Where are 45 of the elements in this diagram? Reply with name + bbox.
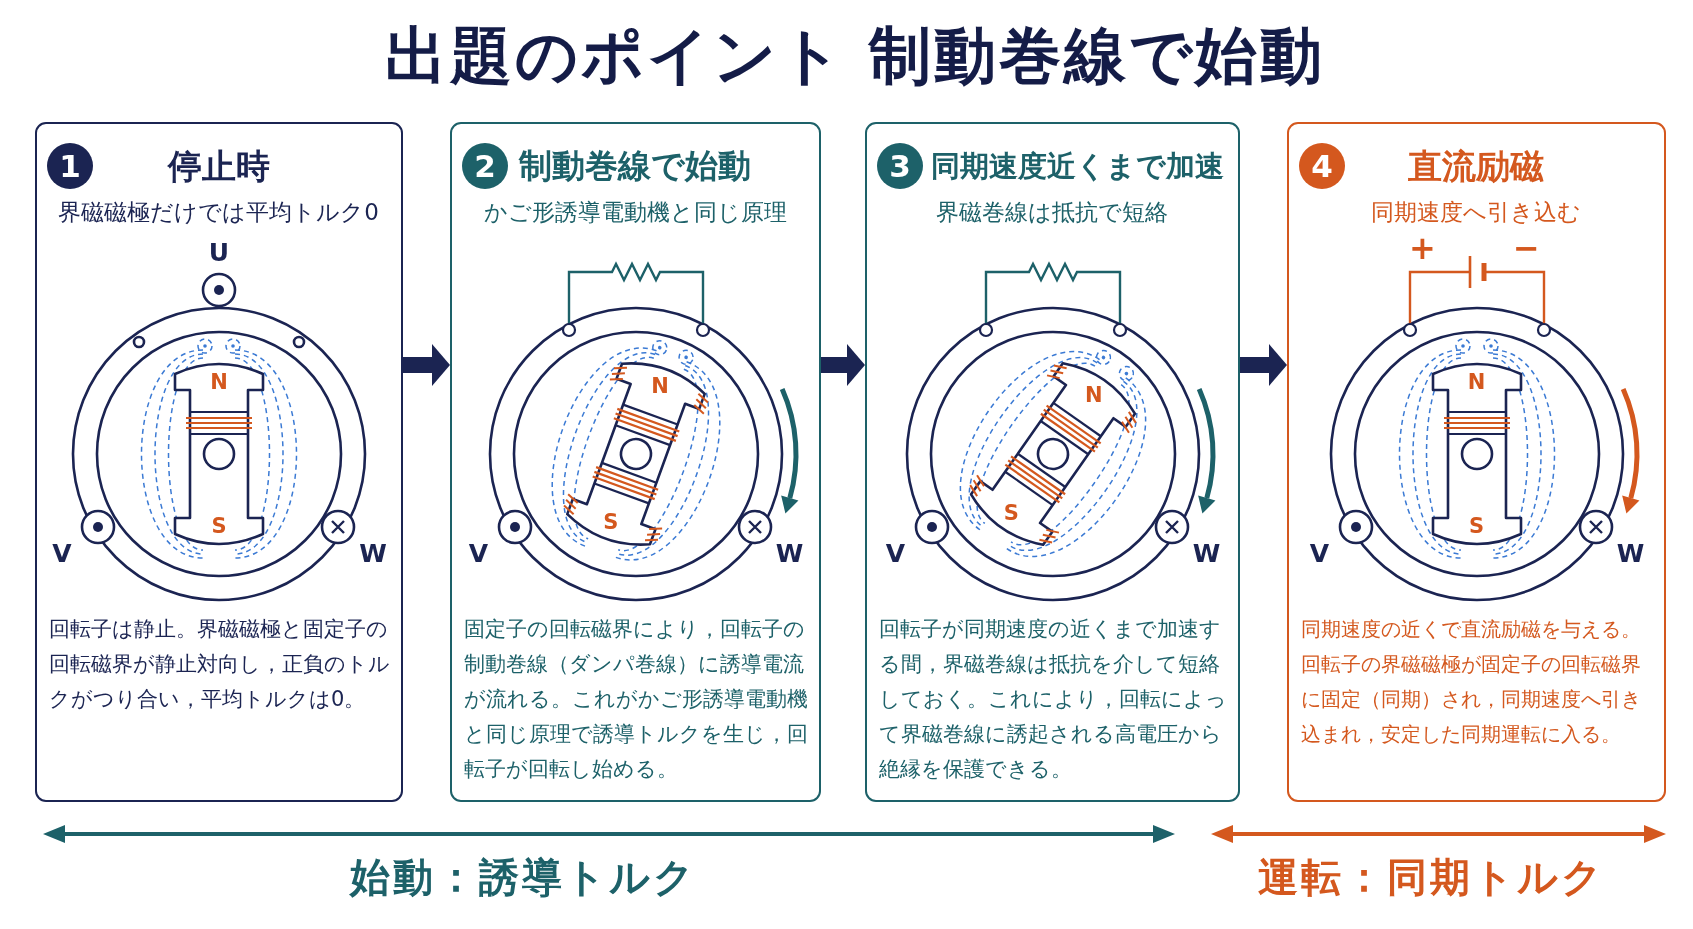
range-label: 運転：同期トルク [1257,853,1605,902]
flow-arrow [403,344,450,386]
step-number: 3 [877,143,923,189]
pole-label: N [210,369,228,395]
pole-label: S [603,509,619,535]
flow-arrow [1240,344,1287,386]
step-number: 2 [462,143,508,189]
range-label: 始動：誘導トルク [349,853,697,902]
title: 出題のポイント 制動巻線で始動 [384,18,1326,94]
step-subheading: 界磁巻線は抵抗で短絡 [936,198,1168,227]
pole-label: S [1003,500,1019,526]
pole-label: N [1467,369,1486,395]
pole-label: S [1468,513,1485,539]
step-subheading: 同期速度へ引き込む [1371,198,1581,227]
pole-label: N [1085,382,1103,408]
step-description: 固定子の回転磁界により，回転子の制動巻線（ダンパ巻線）に誘導電流が流れる。これがかご形誘導電動機と同じ原理で誘導トルクを生じ，回転子が回転し始める。 [464,616,809,783]
step-subheading: かご形誘導電動機と同じ原理 [483,198,787,227]
polarity-sign: + [1409,230,1436,266]
step-description: 同期速度の近くで直流励磁を与える。回転子の界磁磁極が固定子の回転磁界に固定（同期）され，同期速度へ引き込まれ，安定した同期運転に入る。 [1301,616,1642,748]
step-panel [450,122,821,802]
step-panel [865,122,1240,802]
phase-label: W [1192,538,1221,568]
step-panel [35,122,403,802]
phase-label: W [359,538,387,568]
step-number: 1 [47,143,93,189]
phase-label: V [52,538,72,568]
phase-label: V [1309,538,1330,568]
step-number: 4 [1299,143,1345,189]
phase-label: V [468,538,489,568]
pole-label: N [651,373,669,399]
phase-label: W [775,538,804,568]
pole-label: S [211,513,227,539]
step-description: 回転子が同期速度の近くまで加速する間，界磁巻線は抵抗を介して短絡しておく。これにより，回転によって界磁巻線に誘起される高電圧から絶縁を保護できる。 [879,616,1228,783]
flow-arrow [821,344,865,386]
step-subheading: 界磁磁極だけでは平均トルク0 [58,198,379,227]
polarity-sign: − [1513,230,1540,266]
step-description: 回転子は静止。界磁磁極と固定子の回転磁界が静止対向し，正負のトルクがつり合い，平均トルクは0。 [49,616,391,713]
phase-label: W [1616,538,1645,568]
step-panel [1287,122,1666,802]
step-heading: 同期速度近くまで加速 [931,148,1224,185]
step-heading: 制動巻線で始動 [519,145,751,187]
phase-label: U [208,237,230,267]
step-heading: 直流励磁 [1408,145,1544,188]
phase-label: V [885,538,906,568]
step-heading: 停止時 [167,145,270,188]
